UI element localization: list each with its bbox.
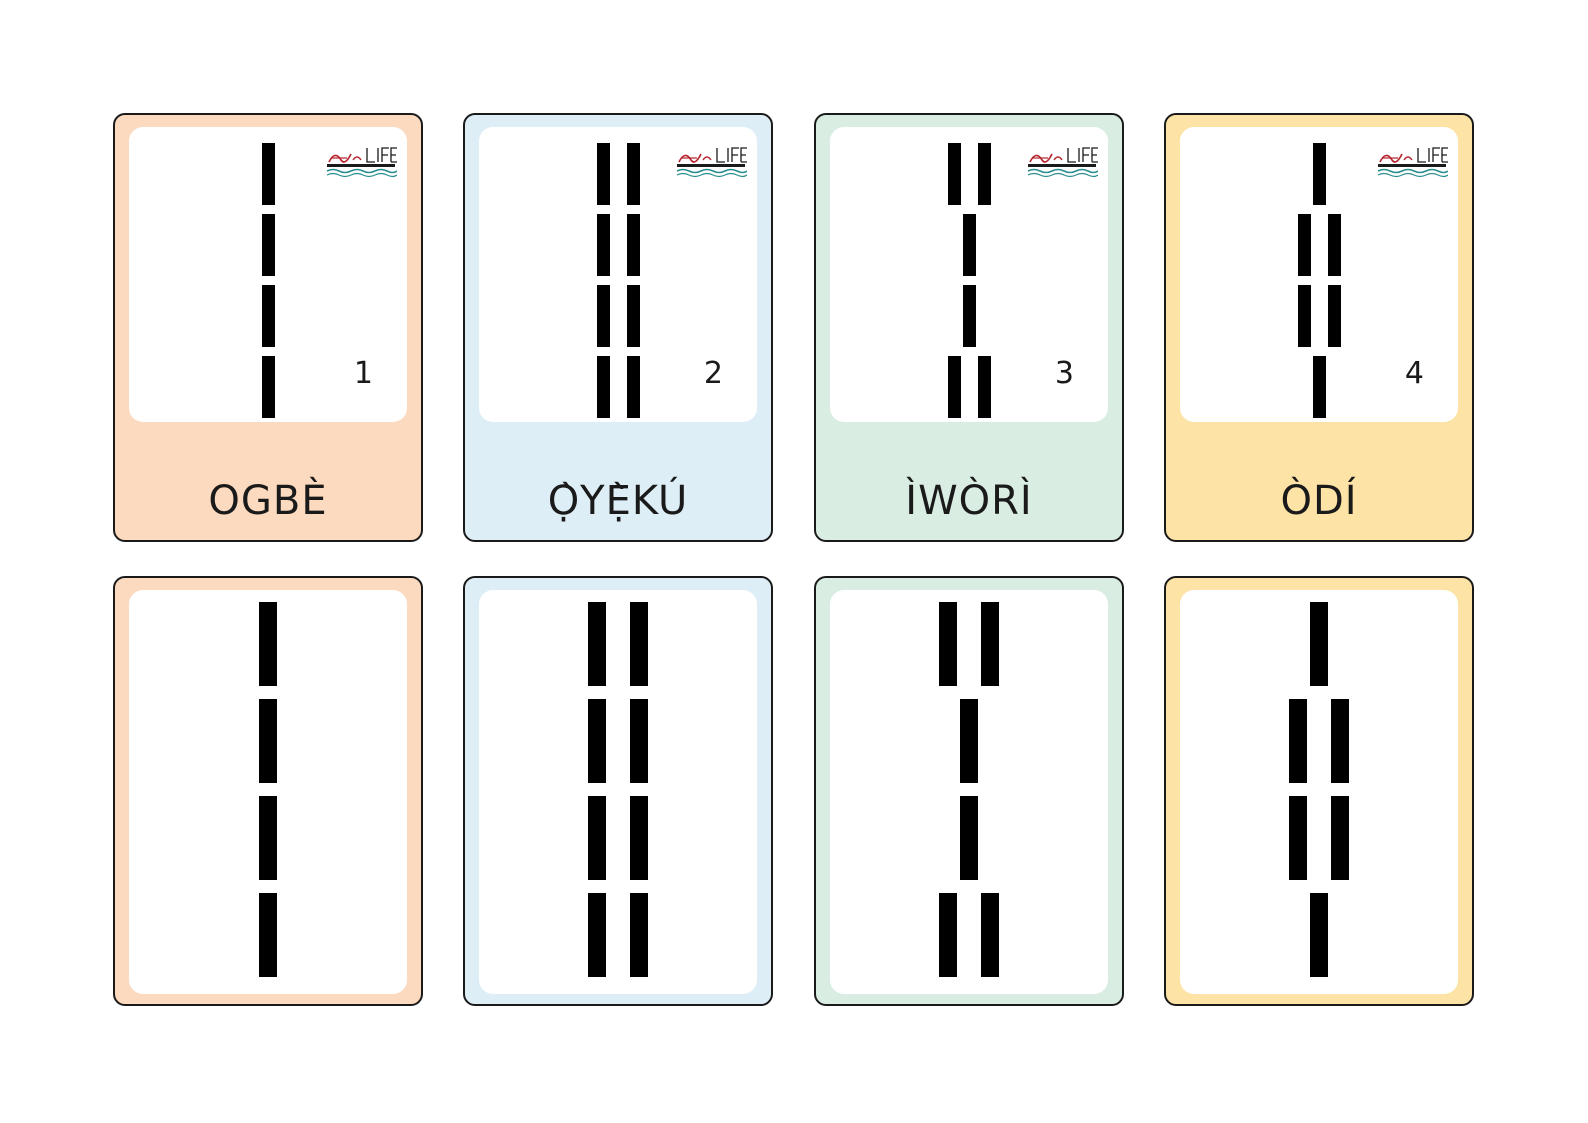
odu-mark-single bbox=[261, 356, 275, 418]
odu-mark-double-2 bbox=[626, 214, 640, 276]
ase-life-logo-icon bbox=[1377, 147, 1448, 178]
odu-mark-double-1 bbox=[1297, 214, 1311, 276]
odu-mark-single bbox=[259, 699, 277, 783]
odu-mark-double-1 bbox=[939, 893, 957, 977]
odu-mark-double-2 bbox=[981, 893, 999, 977]
odu-mark-double-2 bbox=[630, 699, 648, 783]
odu-mark-double-2 bbox=[626, 356, 640, 418]
odu-mark-double-2 bbox=[626, 285, 640, 347]
odu-mark-double-1 bbox=[588, 796, 606, 880]
odu-mark-double-1 bbox=[1289, 699, 1307, 783]
ase-life-logo-icon bbox=[676, 147, 747, 178]
odu-mark-double-1 bbox=[588, 602, 606, 686]
card-face bbox=[830, 590, 1108, 994]
card-face bbox=[129, 590, 407, 994]
odu-mark-double-2 bbox=[630, 796, 648, 880]
odu-name: Ọ̀YẸ̀KÚ bbox=[547, 478, 689, 524]
odu-card-back-2 bbox=[463, 576, 773, 1006]
odu-mark-double-1 bbox=[1289, 796, 1307, 880]
odu-mark-double-1 bbox=[596, 214, 610, 276]
odu-mark-double-2 bbox=[1327, 285, 1341, 347]
ase-life-logo-icon bbox=[1027, 147, 1098, 178]
odu-mark-single bbox=[261, 285, 275, 347]
odu-mark-double-2 bbox=[1331, 796, 1349, 880]
card-face: 1 bbox=[129, 127, 407, 422]
odu-mark-single bbox=[960, 699, 978, 783]
odu-mark-single bbox=[1312, 356, 1326, 418]
card-number: 3 bbox=[1054, 356, 1074, 391]
odu-mark-double-1 bbox=[596, 356, 610, 418]
card-face bbox=[1180, 590, 1458, 994]
card-number: 2 bbox=[703, 356, 723, 391]
odu-mark-single bbox=[259, 602, 277, 686]
odu-mark-double-2 bbox=[977, 356, 991, 418]
odu-mark-single bbox=[960, 796, 978, 880]
odu-mark-double-2 bbox=[1327, 214, 1341, 276]
odu-mark-single bbox=[259, 796, 277, 880]
card-face: 4 bbox=[1180, 127, 1458, 422]
odu-card-back-1 bbox=[113, 576, 423, 1006]
card-number: 1 bbox=[353, 356, 373, 391]
odu-card-front-2: 2 Ọ̀YẸ̀KÚ bbox=[463, 113, 773, 542]
odu-card-front-4: 4 ÒDÍ bbox=[1164, 113, 1474, 542]
odu-mark-single bbox=[259, 893, 277, 977]
odu-mark-double-1 bbox=[596, 285, 610, 347]
card-face: 2 bbox=[479, 127, 757, 422]
odu-mark-double-2 bbox=[630, 893, 648, 977]
odu-mark-single bbox=[962, 214, 976, 276]
odu-card-front-3: 3 ÌWÒRÌ bbox=[814, 113, 1124, 542]
odu-mark-double-1 bbox=[1297, 285, 1311, 347]
ase-life-logo-icon bbox=[326, 147, 397, 178]
odu-card-back-4 bbox=[1164, 576, 1474, 1006]
odu-mark-double-1 bbox=[588, 699, 606, 783]
odu-card-back-3 bbox=[814, 576, 1124, 1006]
card-face: 3 bbox=[830, 127, 1108, 422]
odu-mark-single bbox=[261, 214, 275, 276]
odu-mark-double-1 bbox=[588, 893, 606, 977]
odu-mark-double-1 bbox=[939, 602, 957, 686]
card-face bbox=[479, 590, 757, 994]
odu-mark-double-2 bbox=[977, 143, 991, 205]
odu-name: OGBÈ bbox=[208, 478, 328, 524]
odu-mark-double-1 bbox=[947, 143, 961, 205]
odu-mark-single bbox=[1310, 893, 1328, 977]
odu-card-front-1: 1 OGBÈ bbox=[113, 113, 423, 542]
odu-mark-double-2 bbox=[630, 602, 648, 686]
odu-name: ÌWÒRÌ bbox=[905, 478, 1033, 524]
odu-mark-single bbox=[1312, 143, 1326, 205]
odu-mark-single bbox=[962, 285, 976, 347]
odu-mark-single bbox=[1310, 602, 1328, 686]
odu-mark-double-2 bbox=[626, 143, 640, 205]
card-number: 4 bbox=[1404, 356, 1424, 391]
odu-mark-double-2 bbox=[1331, 699, 1349, 783]
odu-mark-double-2 bbox=[981, 602, 999, 686]
odu-name: ÒDÍ bbox=[1280, 478, 1358, 524]
odu-mark-double-1 bbox=[947, 356, 961, 418]
odu-mark-single bbox=[261, 143, 275, 205]
odu-mark-double-1 bbox=[596, 143, 610, 205]
